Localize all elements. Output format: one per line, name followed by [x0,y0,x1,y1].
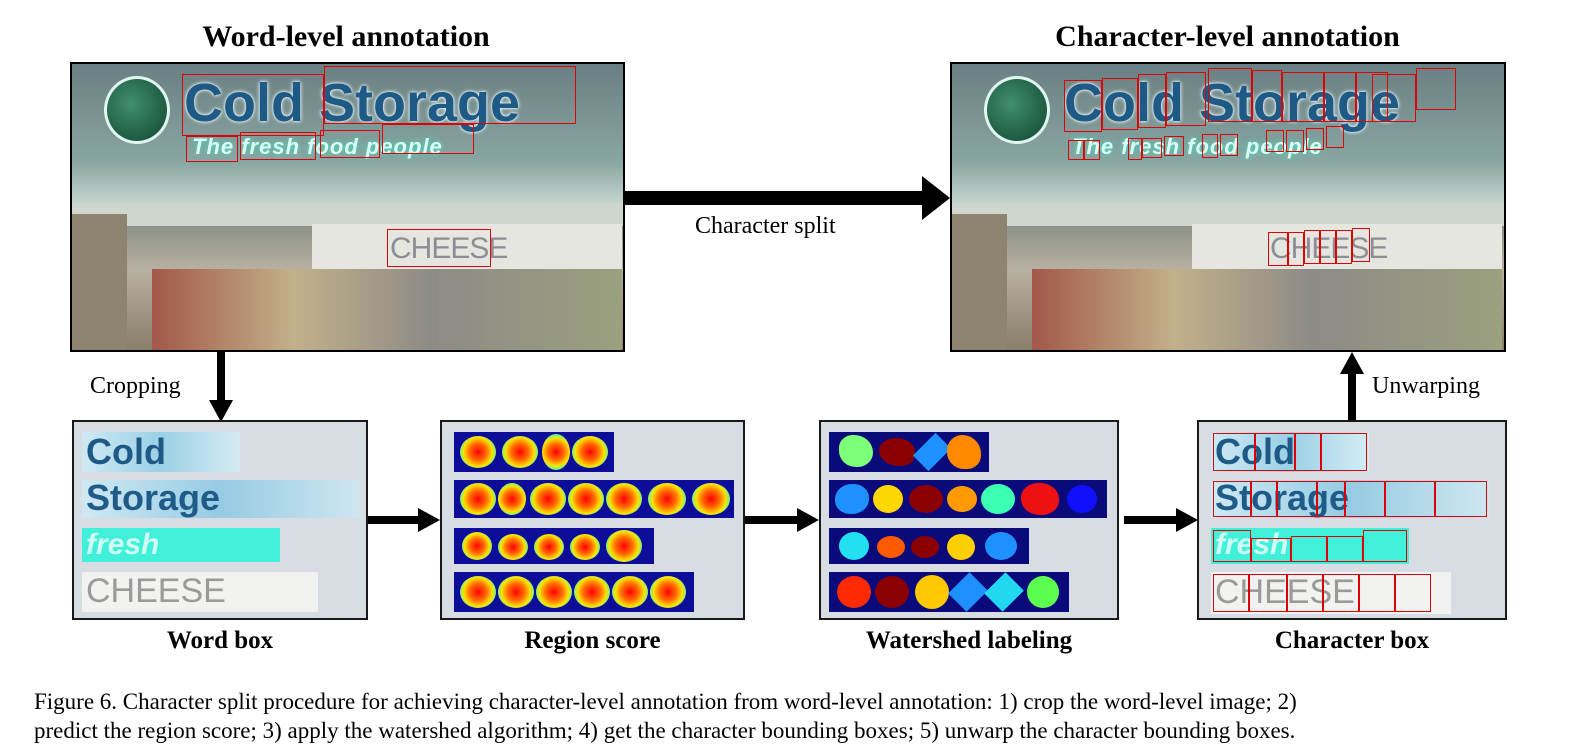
heatmap-fresh [454,528,654,564]
unwarping-label: Unwarping [1372,373,1480,399]
watershed-cold [829,432,989,472]
heatmap-cheese [454,572,694,612]
char-box [1252,70,1282,122]
charbox-cheese: CHEESE [1211,572,1451,614]
watershed-fresh [829,528,1029,564]
char-box [1102,78,1138,130]
char-box [1202,134,1218,158]
char-box [1064,80,1102,132]
caption-line-1: Figure 6. Character split procedure for … [34,689,1297,714]
word-box [382,124,474,154]
word-box-label: Word box [166,627,274,654]
char-box [1416,68,1456,110]
crop-cold: Cold [82,432,240,472]
char-box [1288,232,1304,266]
watershed-label: Watershed labeling [865,627,1073,654]
word-box [186,136,238,162]
logo-apple [104,76,170,144]
char-box [1304,230,1320,264]
tagline-text: The fresh food people [192,134,443,159]
flow-arrow [745,508,819,532]
char-box [1084,140,1100,160]
word-box [320,130,380,158]
character-box-panel: Cold Storage fresh CHEESE [1197,420,1507,620]
char-box [1306,128,1324,150]
character-split-arrow [624,176,950,220]
char-box [1286,130,1304,152]
char-box [1138,74,1166,128]
word-box [387,229,491,267]
char-box [1220,134,1238,156]
crop-cheese: CHEESE [82,572,318,612]
char-box [1128,138,1142,160]
char-box [1282,72,1324,122]
char-box [1336,230,1352,264]
charbox-fresh: fresh [1211,528,1409,564]
crop-storage: Storage [82,480,360,518]
heatmap-cold [454,432,614,472]
unwarping-arrow [1340,352,1364,420]
caption-line-2: predict the region score; 3) apply the w… [34,718,1296,743]
char-box [1352,228,1370,262]
character-box-label: Character box [1274,627,1430,654]
shop-sign-text: CHEESE [1270,232,1388,265]
cropping-label: Cropping [90,373,181,399]
char-box [1068,140,1084,160]
watershed-cheese [829,572,1069,612]
word-box [182,74,324,136]
char-box [1372,74,1416,122]
char-box [1142,138,1162,158]
word-level-photo: Cold Storage The fresh food people CHEES… [70,62,625,352]
char-box [1320,230,1336,264]
tagline-text: The fresh food people [1072,134,1323,159]
char-box [1326,126,1344,148]
flow-arrow [368,508,440,532]
character-split-label: Character split [695,213,836,239]
word-level-heading: Word-level annotation [202,20,490,53]
char-box [1166,72,1206,126]
watershed-storage [829,480,1107,518]
sign-text: Cold Storage [1064,73,1401,133]
char-box [1266,130,1284,152]
figure-caption: Figure 6. Character split procedure for … [34,687,1564,745]
cropping-arrow [209,352,233,422]
word-box [324,66,576,124]
char-level-photo: Cold Storage The fresh food people CHEES… [950,62,1506,352]
word-box [240,132,316,160]
crop-fresh: fresh [82,528,280,562]
watershed-panel [819,420,1119,620]
charbox-storage: Storage [1211,480,1489,518]
word-box-panel: Cold Storage fresh CHEESE [72,420,368,620]
char-level-heading: Character-level annotation [1055,20,1400,53]
char-box [1164,136,1184,156]
region-score-label: Region score [524,627,661,654]
region-score-panel [440,420,745,620]
shop-sign-text: CHEESE [390,232,508,265]
char-box [1268,232,1288,266]
flow-arrow [1124,508,1198,532]
char-box [1324,72,1356,122]
char-box [1208,68,1252,122]
heatmap-storage [454,480,734,518]
logo-apple [984,76,1050,144]
charbox-cold: Cold [1211,432,1369,472]
